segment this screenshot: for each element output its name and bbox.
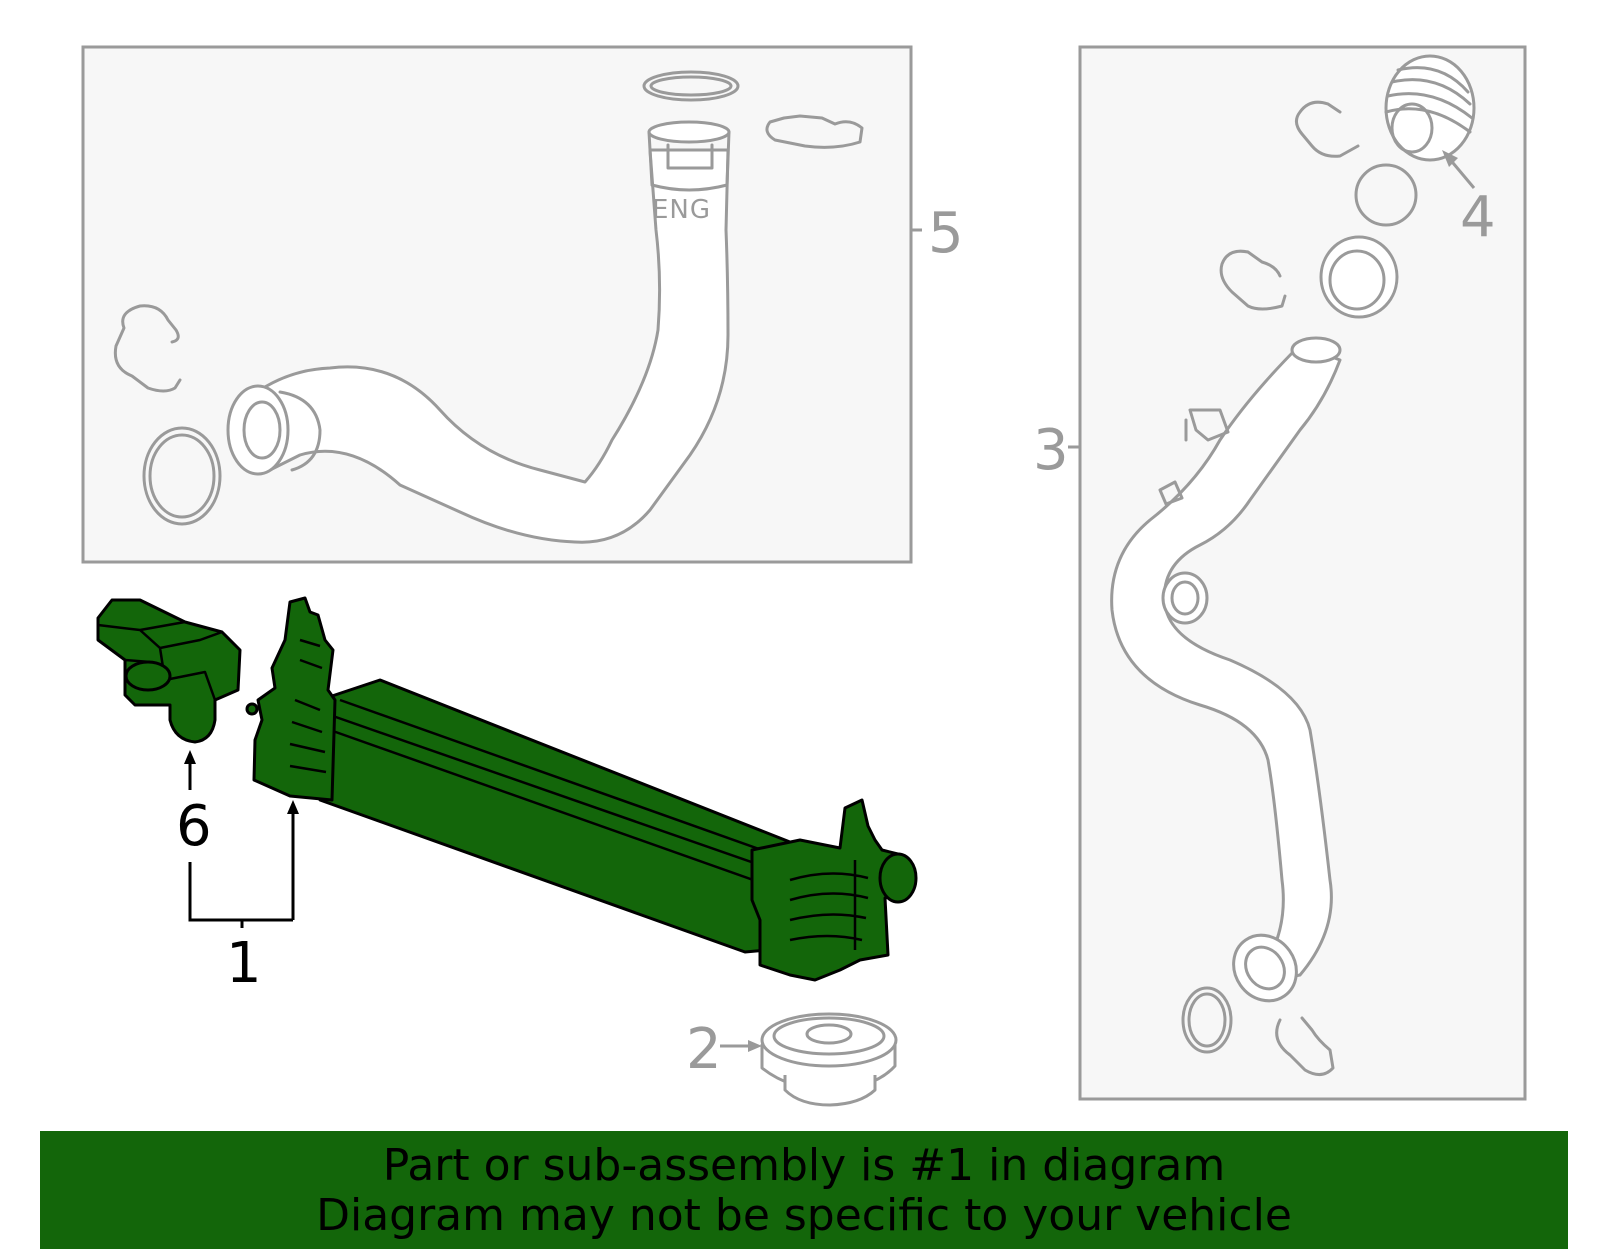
lower-o-ring	[142, 426, 222, 526]
intercooler-left-tank-ribs	[289, 638, 327, 774]
sensor-port	[124, 660, 172, 692]
hose-lower-cuff-inner	[242, 400, 282, 460]
hose-3-lower-o-ring-inner	[1187, 992, 1227, 1048]
intercooler-core-edge-3	[339, 698, 791, 862]
air-inlet-boot-ribs	[1384, 66, 1474, 134]
callout-2: 2	[686, 1017, 722, 1082]
intercooler-left-mount	[245, 702, 259, 716]
upper-o-ring	[642, 70, 740, 102]
hose-3-lower-end-inner	[1244, 945, 1286, 991]
banner-line-2: Diagram may not be specific to your vehi…	[316, 1190, 1292, 1241]
callout-5: 5	[928, 201, 964, 266]
intercooler-core-edge-2	[329, 728, 777, 890]
callout-3: 3	[1033, 418, 1069, 483]
hose-3-tab	[1158, 480, 1184, 506]
banner-line-1: Part or sub-assembly is #1 in diagram	[382, 1140, 1226, 1191]
intercooler-right-tank-ribs	[789, 860, 869, 950]
hose-3-coupler-inner	[1328, 249, 1386, 311]
hose-3-upper-end	[1290, 336, 1342, 364]
bushing-stem	[783, 1075, 877, 1107]
intercooler-core	[318, 678, 792, 954]
mount-bushing[interactable]: 2	[686, 1012, 898, 1107]
upper-o-ring-inner	[649, 75, 733, 97]
intercooler-right-outlet	[878, 852, 918, 904]
hose-3-lower-o-ring	[1181, 986, 1233, 1054]
hose-upper-cuff-body	[647, 130, 731, 192]
callout-4: 4	[1460, 185, 1496, 250]
hose-3-coupler	[1319, 235, 1399, 319]
callout-2-arrowhead	[748, 1040, 762, 1052]
hose-3-mid-clamp	[1161, 571, 1209, 625]
hose-upper-cuff-clip	[666, 143, 714, 170]
hose-3-lower-clip	[1275, 1016, 1335, 1076]
intercooler-core-edge	[329, 713, 781, 874]
callout-1-6-group: 6 1	[176, 750, 299, 996]
air-inlet-boot[interactable]	[1384, 54, 1476, 162]
boost-pressure-sensor[interactable]	[96, 598, 242, 744]
hose-upper-cuff	[647, 120, 731, 144]
bushing-top	[760, 1012, 898, 1068]
callout-1-arrowhead	[287, 800, 299, 814]
lower-o-ring-inner	[148, 433, 216, 519]
callout-6: 6	[176, 794, 212, 859]
upper-retaining-clip	[765, 114, 864, 149]
callout-1: 1	[226, 931, 262, 996]
panel-hose-3: 4 3	[1033, 45, 1527, 1101]
callout-1-bracket	[188, 862, 293, 922]
callout-4-arrowhead	[1442, 150, 1458, 167]
intercooler-assembly[interactable]	[245, 596, 918, 982]
sensor-body-lines	[97, 620, 223, 701]
info-banner: Part or sub-assembly is #1 in diagram Di…	[40, 1131, 1568, 1249]
bushing-hole	[805, 1023, 853, 1045]
panel-hose-5: ENG 5	[81, 45, 964, 564]
hose-lower-cuff-band	[278, 390, 322, 472]
air-inlet-boot-mouth	[1390, 102, 1434, 154]
hose-3-o-ring	[1354, 163, 1418, 227]
bushing-top-inner	[772, 1016, 886, 1056]
hose-3-mid-clamp-inner	[1170, 580, 1200, 616]
hose-3-upper-clip-b	[1219, 249, 1287, 311]
left-retaining-clip	[113, 304, 182, 393]
hose-eng-marking: ENG	[652, 195, 711, 225]
intercooler-left-tank	[252, 596, 337, 802]
hose-3-upper-clip-a	[1295, 100, 1360, 158]
hose-3-sensor-boss	[1184, 408, 1230, 442]
callout-6-arrowhead	[184, 750, 196, 764]
